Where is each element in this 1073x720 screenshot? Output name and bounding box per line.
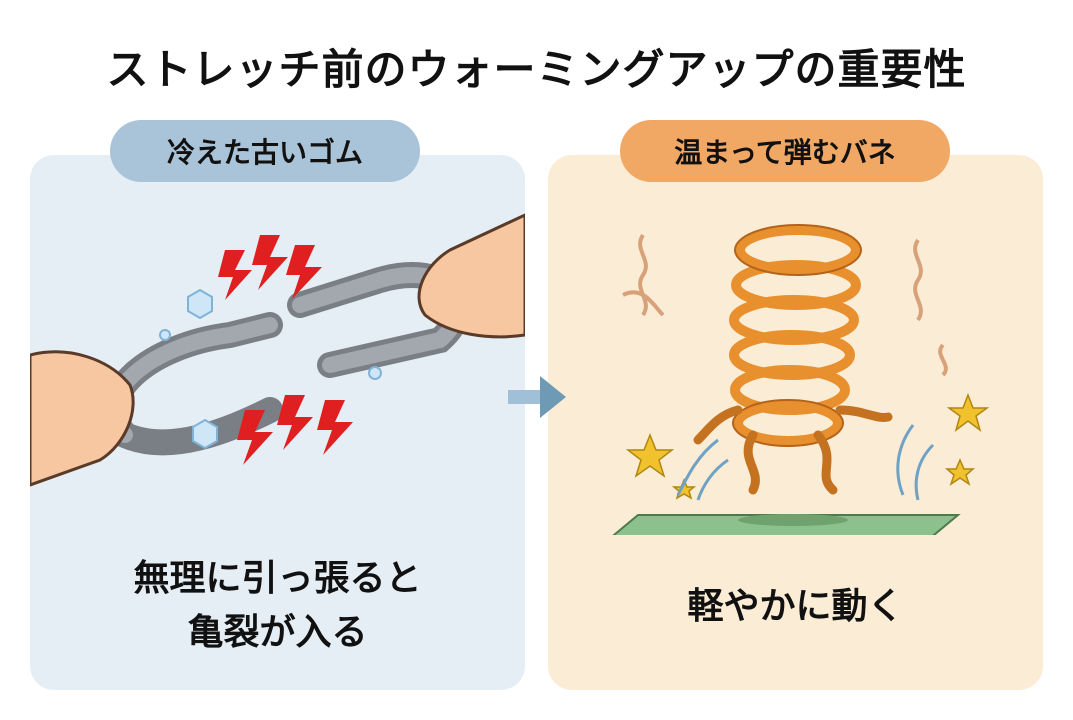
lightning-icon — [218, 235, 353, 465]
page-title: ストレッチ前のウォーミングアップの重要性 — [106, 45, 967, 94]
caption-line-1: 無理に引っ張ると — [133, 558, 422, 599]
cracking-rubber-illustration — [30, 213, 525, 487]
arrow-right-icon — [508, 376, 566, 418]
bouncing-spring-illustration — [612, 224, 990, 535]
caption-line-2: 亀裂が入る — [187, 612, 368, 653]
warm-spring-label: 温まって弾むバネ — [620, 120, 950, 182]
cold-rubber-caption: 無理に引っ張ると 亀裂が入る — [30, 552, 525, 660]
warm-spring-caption: 軽やかに動く — [687, 586, 904, 627]
ice-crystal-icon — [187, 288, 218, 450]
star-icon — [625, 392, 990, 500]
cold-rubber-label: 冷えた古いゴム — [110, 120, 420, 182]
